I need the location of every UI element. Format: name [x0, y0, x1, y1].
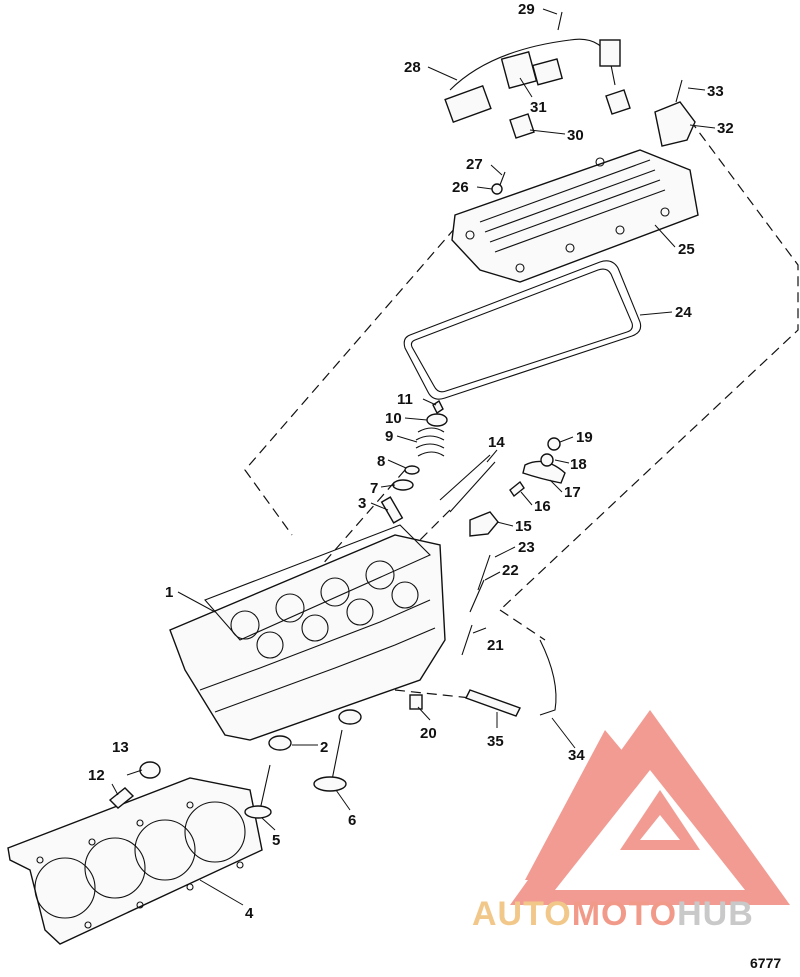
- callout-4: 4: [245, 905, 254, 922]
- callout-15: 15: [515, 518, 532, 535]
- callout-26: 26: [452, 179, 469, 196]
- callout-16: 16: [534, 498, 551, 515]
- callout-22: 22: [502, 562, 519, 579]
- callout-34: 34: [568, 747, 585, 764]
- cylinder-head: [169, 524, 446, 741]
- watermark-wordmark: AUTOMOTOHUB: [472, 895, 754, 933]
- callout-9: 9: [385, 428, 393, 445]
- callout-31: 31: [530, 99, 547, 116]
- callout-13: 13: [112, 739, 129, 756]
- callout-3: 3: [358, 495, 366, 512]
- callout-12: 12: [88, 767, 105, 784]
- callout-6: 6: [348, 812, 356, 829]
- watermark-auto: AUTO: [472, 895, 572, 933]
- callout-21: 21: [487, 637, 504, 654]
- callout-17: 17: [564, 484, 581, 501]
- callout-33: 33: [707, 83, 724, 100]
- watermark-hub: HUB: [677, 895, 754, 933]
- callout-32: 32: [717, 120, 734, 137]
- watermark-logo: [510, 710, 790, 905]
- callout-18: 18: [570, 456, 587, 473]
- callout-35: 35: [487, 733, 504, 750]
- callout-8: 8: [377, 453, 385, 470]
- callout-14: 14: [488, 434, 505, 451]
- callout-29: 29: [518, 1, 535, 18]
- callout-1: 1: [165, 584, 173, 601]
- valve-cover-gasket: [403, 260, 642, 400]
- ignition-harness-parts: [444, 11, 696, 195]
- callout-27: 27: [466, 156, 483, 173]
- callout-11: 11: [397, 391, 413, 408]
- figure-id: 6777: [750, 955, 781, 971]
- callout-20: 20: [420, 725, 437, 742]
- svg-text:AUTOMOTOHUB: AUTOMOTOHUB: [472, 895, 754, 933]
- watermark-moto: MOTO: [572, 895, 677, 933]
- callout-labels: 1 2 3 4 5 6 7 8 9 10 11 12 13 14 15 16 1…: [88, 1, 734, 922]
- head-gasket: [7, 777, 263, 945]
- valve-train-parts: [108, 399, 566, 819]
- callout-19: 19: [576, 429, 593, 446]
- callout-30: 30: [567, 127, 584, 144]
- callout-7: 7: [370, 480, 378, 497]
- callout-2: 2: [320, 739, 328, 756]
- callout-24: 24: [675, 304, 692, 321]
- callout-25: 25: [678, 241, 695, 258]
- valve-cover: [451, 149, 699, 283]
- callout-10: 10: [385, 410, 402, 427]
- callout-28: 28: [404, 59, 421, 76]
- callout-5: 5: [272, 832, 280, 849]
- callout-23: 23: [518, 539, 535, 556]
- leader-lines: [111, 8, 716, 906]
